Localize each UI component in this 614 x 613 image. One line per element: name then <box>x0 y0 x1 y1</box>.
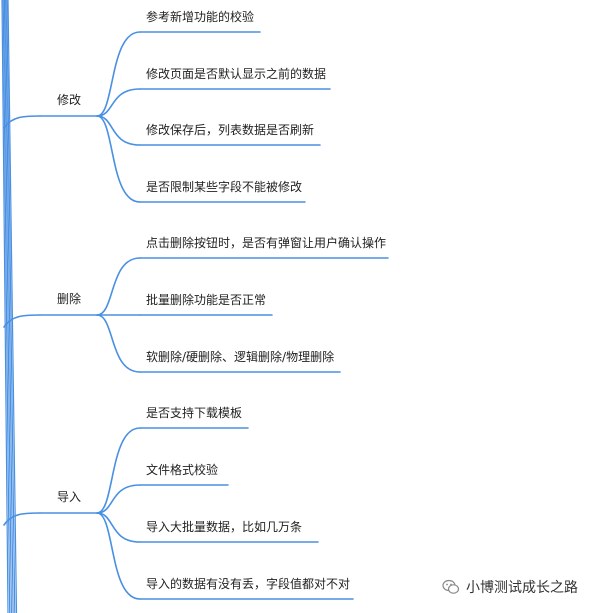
branch-label: 修改 <box>57 93 82 107</box>
child-label: 导入的数据有没有丢，字段值都对不对 <box>146 577 351 591</box>
root-spine-line <box>5 0 14 613</box>
child-connector <box>96 314 141 373</box>
branch-label: 导入 <box>57 490 82 504</box>
watermark: 小博测试成长之路 <box>442 577 578 597</box>
root-spine-line <box>6 0 16 613</box>
child-label: 文件格式校验 <box>146 463 219 477</box>
branch-connector <box>3 512 41 526</box>
mindmap-links <box>1 0 389 613</box>
child-label: 软删除/硬删除、逻辑删除/物理删除 <box>146 350 335 364</box>
child-connector <box>96 88 141 117</box>
root-spine-line <box>3 0 12 613</box>
branch-connector <box>3 115 41 129</box>
child-label: 批量删除功能是否正常 <box>146 293 267 307</box>
branch-connector <box>3 314 41 328</box>
child-label: 导入大批量数据，比如几万条 <box>146 520 303 534</box>
child-label: 是否支持下载模板 <box>146 406 243 420</box>
wechat-icon <box>442 579 460 594</box>
child-label: 参考新增功能的校验 <box>146 10 255 24</box>
watermark-text: 小博测试成长之路 <box>466 580 578 596</box>
child-connector <box>96 31 141 117</box>
child-connector <box>96 512 141 543</box>
branch-label: 删除 <box>57 292 82 306</box>
child-connector <box>96 484 141 514</box>
child-connector <box>96 115 141 203</box>
root-spine-line <box>2 0 11 613</box>
child-label: 修改保存后，列表数据是否刷新 <box>146 123 315 137</box>
child-label: 是否限制某些字段不能被修改 <box>146 180 303 194</box>
child-connector <box>96 427 141 514</box>
root-spine-line <box>1 0 9 613</box>
root-spine-line <box>7 0 18 613</box>
child-connector <box>96 257 141 316</box>
child-label: 修改页面是否默认显示之前的数据 <box>146 67 327 81</box>
child-label: 点击删除按钮时，是否有弹窗让用户确认操作 <box>146 236 387 250</box>
child-connector <box>96 115 141 146</box>
child-connector <box>96 512 141 600</box>
